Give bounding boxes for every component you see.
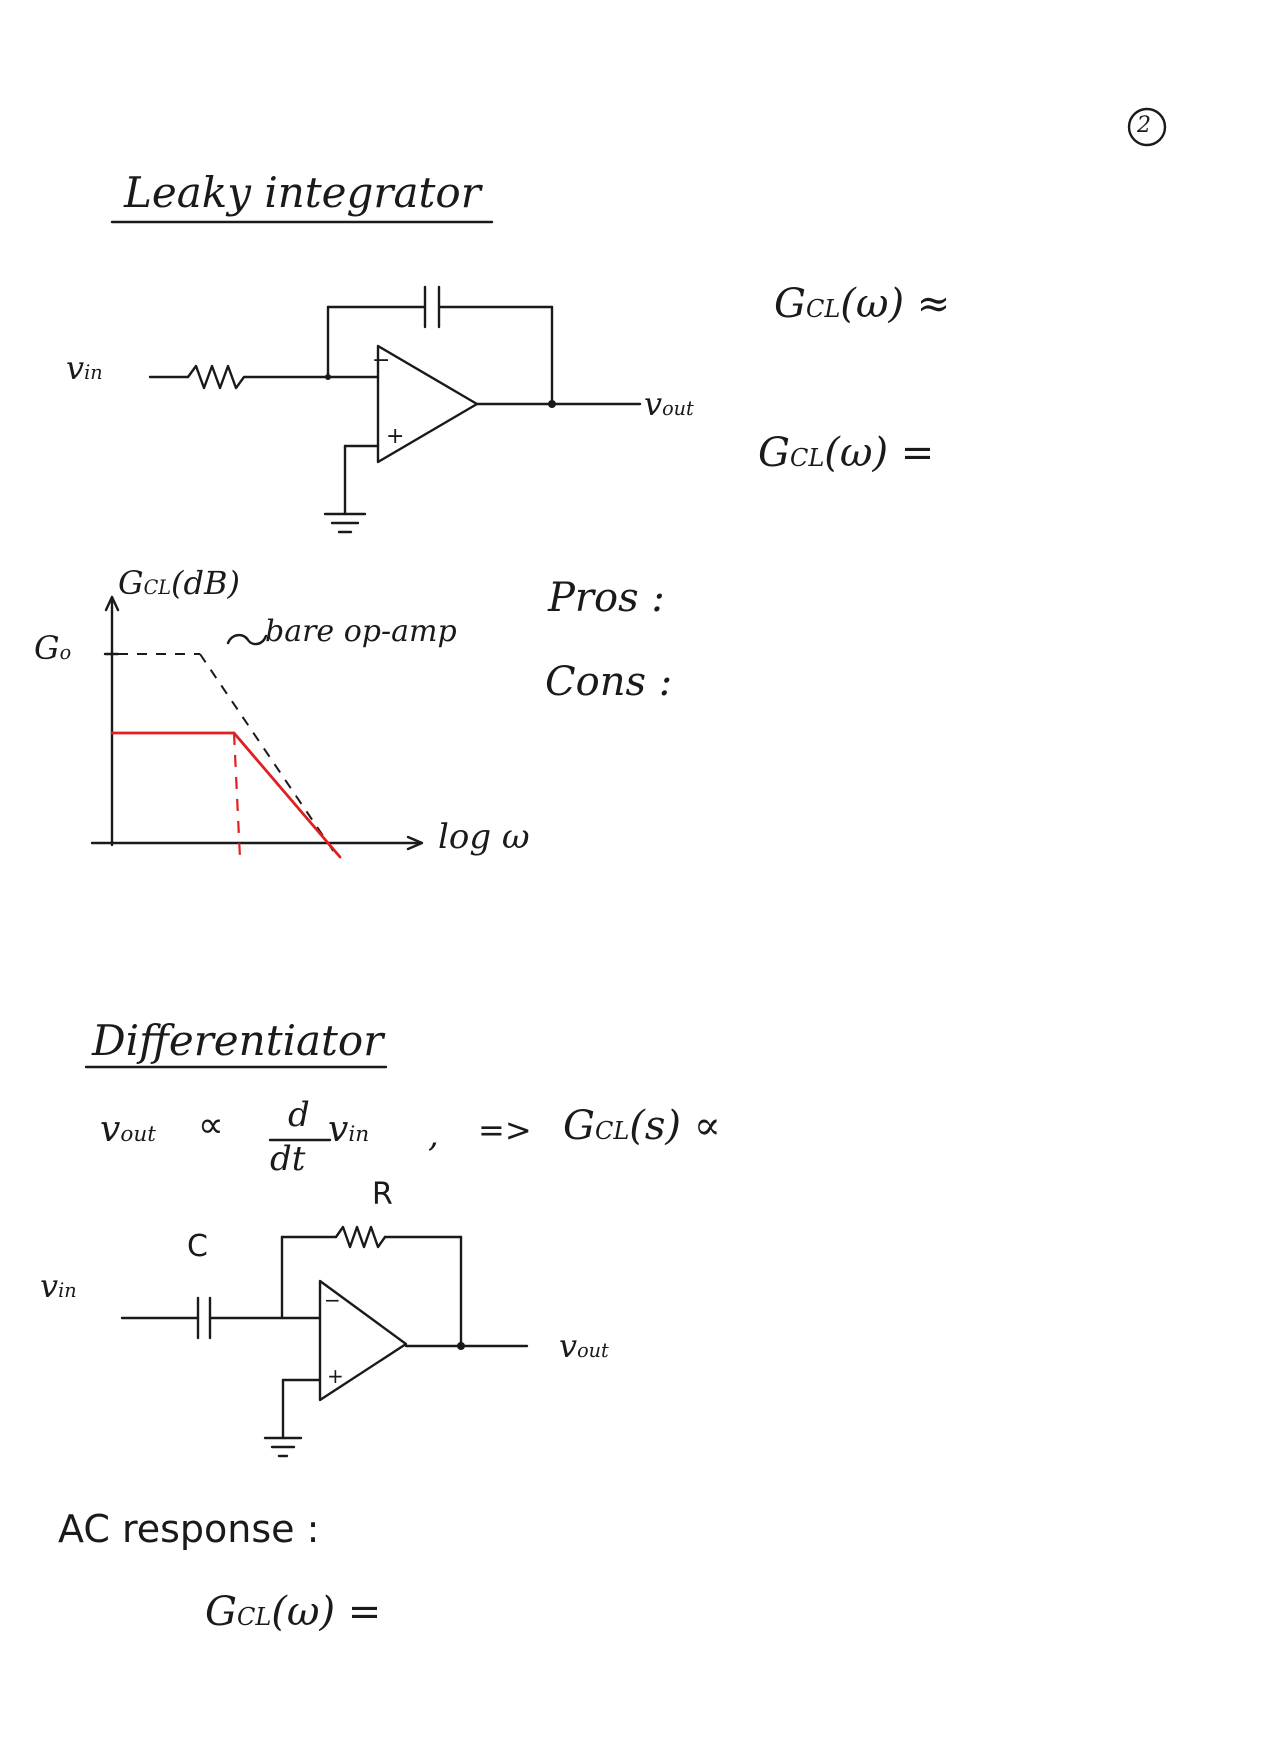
- gcl-symbol: G: [774, 281, 806, 327]
- feedback-resistor: [334, 1225, 387, 1249]
- vin-symbol: v: [66, 349, 85, 387]
- vin-symbol: v: [328, 1109, 349, 1150]
- differentiator-circuit: [120, 1138, 529, 1458]
- diff-prop-lhs: vout: [100, 1112, 156, 1148]
- ylabel-symbol: G: [118, 564, 144, 602]
- gcl-prop-rest: (s) ∝: [629, 1103, 721, 1149]
- opamp-triangle: [376, 344, 479, 464]
- pros-label: Pros :: [548, 575, 665, 621]
- bode-plot: [90, 595, 424, 859]
- leaky-opamp-minus: −: [372, 348, 391, 373]
- vin-subscript: in: [84, 361, 103, 384]
- vout-subscript: out: [577, 1339, 609, 1362]
- bode-g0-label: Go: [34, 632, 71, 664]
- diff-gcl-prop: GCL(s) ∝: [563, 1106, 721, 1146]
- differentiator-title: Differentiator: [92, 1016, 384, 1065]
- gcl-exact-rest: (ω) =: [824, 430, 935, 476]
- bode-xlabel: log ω: [438, 817, 530, 857]
- gcl-subscript: CL: [594, 1117, 630, 1145]
- g0-symbol: G: [34, 629, 60, 667]
- diff-frac-num: d: [288, 1095, 310, 1135]
- diff-vin-label: vin: [40, 1270, 77, 1302]
- page-number: 2: [1137, 113, 1151, 138]
- diff-comma: ,: [428, 1115, 439, 1155]
- diff-r-label: R: [372, 1177, 393, 1212]
- page-number-circle: [1127, 107, 1167, 147]
- bare-opamp-annotation: bare op-amp: [265, 614, 457, 649]
- diff-implies-arrow: =>: [478, 1111, 532, 1149]
- output-node-dot: [548, 400, 556, 408]
- annotation-leader: [226, 633, 268, 646]
- x-axis-arrowhead: [406, 835, 424, 851]
- gcl-symbol: G: [563, 1103, 595, 1149]
- ylabel-unit: (dB): [171, 564, 240, 602]
- bare-opamp-rolloff-dashed: [199, 653, 337, 856]
- diff-opamp-plus: +: [327, 1364, 344, 1388]
- ac-eq-rest: (ω) =: [271, 1589, 382, 1635]
- ac-response-label: AC response :: [58, 1507, 320, 1551]
- diff-c-label: C: [187, 1229, 208, 1264]
- gcl-subscript: CL: [236, 1603, 272, 1631]
- leaky-opamp-plus: +: [386, 424, 405, 449]
- g0-subscript: o: [59, 641, 72, 664]
- gcl-subscript: CL: [789, 444, 825, 472]
- vin-symbol: v: [40, 1267, 59, 1305]
- leaky-vout-label: vout: [644, 388, 694, 420]
- leaky-integrator-circuit: [148, 285, 642, 534]
- gcl-symbol: G: [758, 430, 790, 476]
- gcl-symbol: G: [205, 1589, 237, 1635]
- output-node-dot: [457, 1342, 465, 1350]
- closed-loop-rolloff-trace: [232, 731, 342, 859]
- diff-vout-label: vout: [559, 1330, 609, 1362]
- opamp-triangle: [318, 1279, 408, 1402]
- input-resistor: [186, 364, 332, 390]
- vin-subscript: in: [348, 1122, 370, 1147]
- corner-frequency-marker: [232, 732, 242, 859]
- diff-prop-rhs: vin: [328, 1112, 369, 1148]
- diff-prop-symbol: ∝: [198, 1105, 224, 1146]
- vout-subscript: out: [120, 1122, 156, 1147]
- leaky-integrator-title: Leaky integrator: [124, 168, 481, 217]
- gcl-approx-rest: (ω) ≈: [840, 281, 951, 327]
- leaky-vin-label: vin: [66, 352, 103, 384]
- leaky-gcl-approx-eq: GCL(ω) ≈: [774, 284, 950, 324]
- y-axis-arrowhead: [104, 595, 120, 612]
- vout-symbol: v: [100, 1109, 121, 1150]
- vout-subscript: out: [662, 397, 694, 420]
- ac-response-eq: GCL(ω) =: [205, 1592, 381, 1632]
- diff-frac-den: dt: [270, 1139, 306, 1179]
- gcl-subscript: CL: [805, 295, 841, 323]
- vout-symbol: v: [644, 385, 663, 423]
- leaky-gcl-exact-eq: GCL(ω) =: [758, 433, 934, 473]
- vout-symbol: v: [559, 1327, 578, 1365]
- bode-ylabel: GCL(dB): [118, 567, 240, 599]
- ylabel-subscript: CL: [143, 576, 171, 599]
- diff-opamp-minus: −: [324, 1288, 341, 1312]
- cons-label: Cons :: [545, 659, 673, 705]
- vin-subscript: in: [58, 1279, 77, 1302]
